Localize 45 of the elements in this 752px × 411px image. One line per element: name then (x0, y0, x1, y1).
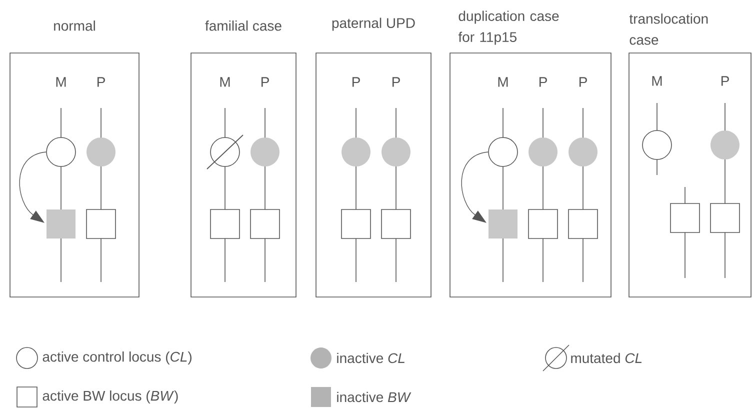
locus-circle (342, 138, 370, 166)
chromosome-label: P (97, 77, 105, 87)
panel-heading: paternal UPD (332, 18, 415, 31)
chromosome-label: P (579, 77, 587, 87)
chromosome-label: P (721, 76, 729, 86)
locus-circle (568, 138, 598, 166)
locus-circle (250, 138, 280, 166)
curved-arrow (19, 152, 46, 223)
locus-circle (710, 130, 740, 160)
chromosome-label: M (56, 77, 66, 87)
curved-arrow (461, 152, 488, 223)
locus-square (46, 210, 76, 238)
legend-text: active BW locus (BW) (42, 390, 178, 404)
mutated-locus-circle (206, 134, 244, 170)
locus-circle (46, 137, 76, 167)
locus-circle (86, 138, 116, 166)
panel-heading: duplication case for 11p15 (458, 10, 559, 45)
locus-circle (642, 130, 672, 160)
panel-heading: familial case (205, 20, 282, 31)
locus-square (528, 209, 558, 239)
locus-square (488, 210, 518, 238)
chromosome-label: P (261, 77, 269, 87)
chromosome-label: M (220, 77, 230, 87)
chromosome-label: P (392, 77, 400, 87)
locus-square (568, 209, 598, 239)
legend-text: mutated CL (571, 352, 642, 364)
locus-square (670, 203, 700, 233)
locus-square (210, 209, 240, 239)
locus-square (341, 209, 371, 239)
locus-circle (488, 137, 518, 167)
legend-text: inactive BW (337, 392, 412, 402)
locus-square (710, 203, 740, 233)
panel-heading: normal (54, 20, 95, 31)
locus-square (381, 209, 411, 239)
chromosome-label: M (652, 76, 662, 86)
chromosome-label: P (539, 77, 547, 87)
locus-circle (382, 138, 410, 166)
chromosome-label: P (352, 77, 360, 87)
locus-square (86, 209, 116, 239)
legend-text: inactive CL (337, 352, 404, 364)
locus-square (250, 209, 280, 239)
locus-circle (528, 138, 558, 166)
chromosome-label: M (498, 77, 508, 87)
legend-text: active control locus (CL) (42, 351, 192, 365)
panel-heading: translocation case (629, 14, 708, 45)
